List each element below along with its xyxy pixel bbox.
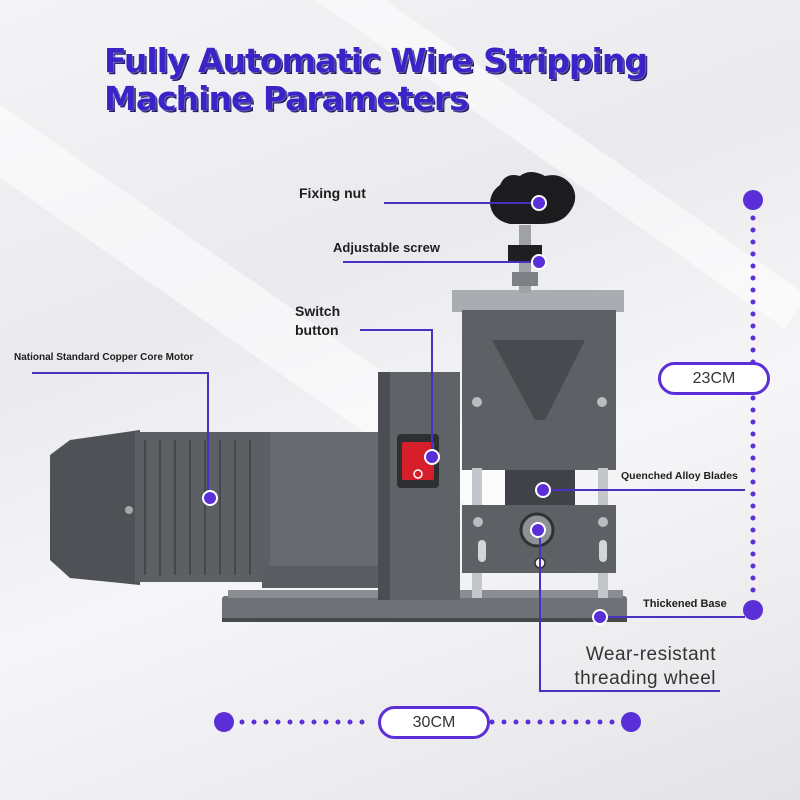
fixing-nut-label: Fixing nut [299,185,366,201]
head-top-plate [452,290,624,312]
motor-dot [202,490,218,506]
wheel-label-line-2: threading wheel [574,668,716,689]
base-plate-edge [222,618,627,622]
page-title: Fully Automatic Wire Stripping Machine P… [104,41,648,118]
width-dimension-label: 30CM [378,706,490,739]
head-screw [472,397,482,407]
gearbox-flange [262,566,382,588]
power-switch-indicator [413,469,423,479]
callout-dots [202,195,608,625]
base-plate [222,596,627,622]
motor-end-cap [50,430,140,585]
adjustable-screw-label: Adjustable screw [333,240,440,255]
motor-label: National Standard Copper Core Motor [14,352,194,363]
fixing-nut-dot [531,195,547,211]
switch-button-label-line-2: button [295,322,339,338]
base-dot [592,609,608,625]
base-label: Thickened Base [643,598,727,610]
wheel-label-line-1: Wear-resistant [585,644,716,665]
width-dimension-line [214,712,641,732]
height-dimension-label: 23CM [658,362,770,395]
callout-lines [32,202,745,692]
motor-bolt [125,506,133,514]
wheel-label: Wear-resistant threading wheel [560,643,716,691]
switch-housing-side [378,372,390,600]
switch-button-label: Switch button [295,302,340,340]
head-screw [598,517,608,527]
switch-button-dot [424,449,440,465]
blades-label: Quenched Alloy Blades [621,470,738,482]
blades-dot [535,482,551,498]
head-screw [597,397,607,407]
title-line-2: Machine Parameters [104,79,469,118]
height-dimension-line [743,190,763,620]
head-slot [478,540,486,562]
head-funnel [492,340,585,420]
motor-fins [144,440,251,575]
adjustable-screw-dot [531,254,547,270]
fixing-knob [490,172,576,224]
head-slot [599,540,607,562]
switch-button-label-line-1: Switch [295,303,341,319]
adjust-screw-nut-lower [512,272,538,286]
power-switch-rocker [402,442,434,480]
head-screw [473,517,483,527]
wheel-dot [530,522,546,538]
gearbox [270,432,380,582]
title-line-1: Fully Automatic Wire Stripping [104,41,648,80]
